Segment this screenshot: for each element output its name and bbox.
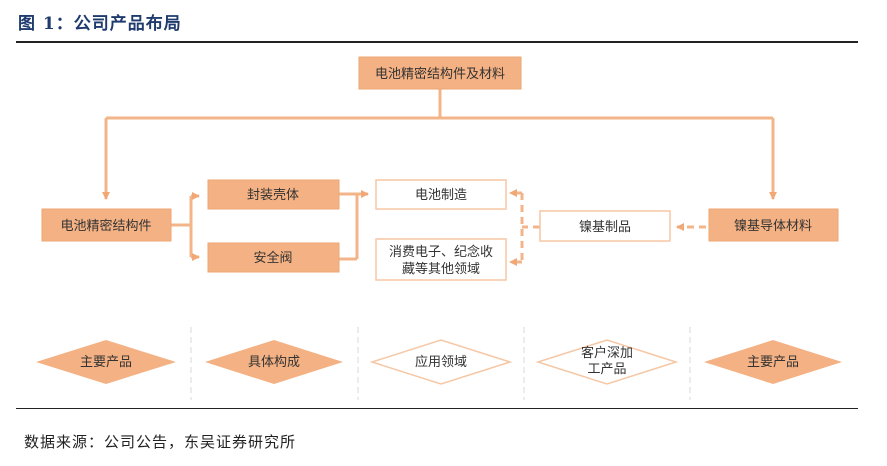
consumer-node-box [375,238,507,281]
valve-node-text: 安全阀 [253,250,292,266]
top-node-box [358,56,522,90]
figure-title: 图 1：公司产品布局 [18,14,182,34]
left-node-text: 电池精密结构件 [60,218,151,234]
battery-node-text: 电池制造 [415,188,467,203]
legend-application-text: 应用领域 [415,354,467,370]
valve-node-box [207,242,340,273]
column-separators [190,327,691,400]
legend-diamond-customer [535,339,679,385]
legend-main-left-text: 主要产品 [80,355,132,370]
nickel-product-text: 镍基制品 [579,220,631,235]
legend-main-right-text: 主要产品 [747,355,799,370]
shell-node-text: 封装壳体 [247,188,299,203]
bottom-rule [16,408,858,409]
data-source: 数据来源：公司公告，东吴证券研究所 [24,433,297,451]
battery-node-box [375,179,507,210]
top-rule [16,41,858,43]
consumer-node-text-line2: 藏等其他领域 [402,261,480,277]
shell-node-box [207,179,340,210]
connectors [102,89,777,261]
nickel-product-box [539,210,671,242]
legend-diamond-main-left [36,340,176,384]
consumer-node-text-line1: 消费电子、纪念收 [389,244,493,260]
legend-components-text: 具体构成 [248,355,300,370]
legend-diamond-application [369,339,513,385]
legend-customer-text-line2: 工产品 [587,362,626,377]
top-node-text: 电池精密结构件及材料 [375,66,505,82]
legend-diamond-components [205,340,343,384]
legend-customer-text-line1: 客户深加 [581,345,633,361]
dashed-connectors [509,189,706,266]
nickel-material-box [708,208,839,242]
nickel-material-text: 镍基导体材料 [734,219,812,234]
left-node-box [41,208,172,242]
legend-diamond-main-right [704,340,842,384]
